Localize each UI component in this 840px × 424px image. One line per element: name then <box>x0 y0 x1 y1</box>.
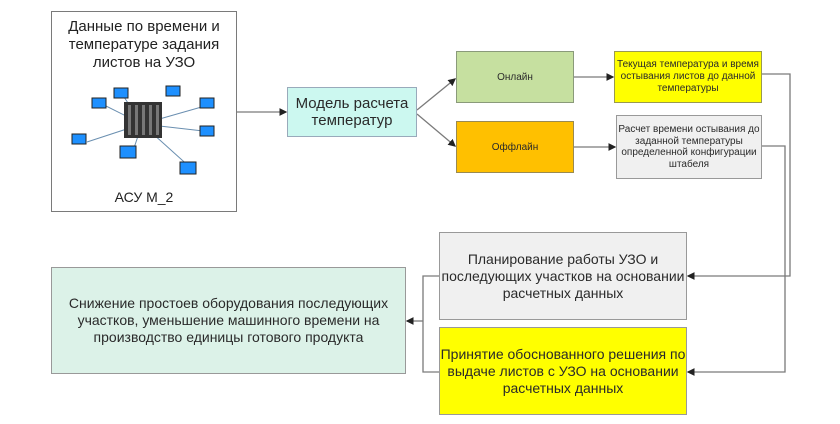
online-box: Онлайн <box>456 51 574 103</box>
edge-current-planning <box>686 73 791 280</box>
edge-model-offline <box>416 113 456 147</box>
edge-calc-decision <box>686 145 786 376</box>
cooling-calc-box: Расчет времени остывания до заданной тем… <box>616 115 762 179</box>
source-title: Данные по времени и температуре задания … <box>68 18 220 71</box>
edge-planning-result <box>422 275 439 373</box>
result-box: Снижение простоев оборудования последующ… <box>51 267 406 374</box>
model-box: Модель расчета температур <box>287 87 417 137</box>
source-caption: АСУ М_2 <box>114 189 174 205</box>
current-temp-box: Текущая температура и время остывания ли… <box>614 51 762 103</box>
decision-box: Принятие обоснованного решения по выдаче… <box>439 327 687 415</box>
offline-box: Оффлайн <box>456 121 574 173</box>
planning-box: Планирование работы УЗО и последующих уч… <box>439 232 687 320</box>
computer-network-icon <box>71 85 215 175</box>
edge-model-online <box>416 78 457 111</box>
source-data-box: Данные по времени и температуре задания … <box>51 11 237 212</box>
